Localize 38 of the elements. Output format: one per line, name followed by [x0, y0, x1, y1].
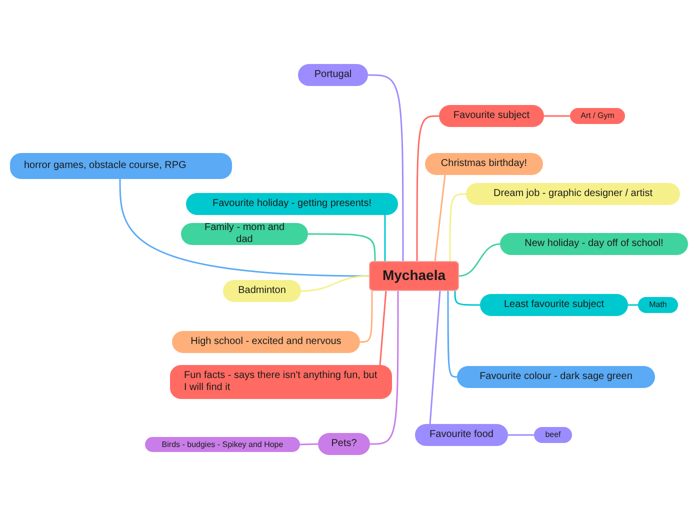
connector-line [447, 291, 458, 378]
topic-bubble: Dream job - graphic designer / artist [466, 183, 680, 205]
topic-bubble: New holiday - day off of school! [500, 233, 688, 255]
connector-line [119, 179, 370, 277]
connector-line [384, 215, 386, 261]
connector-line [544, 115, 570, 117]
connector-line [360, 291, 373, 343]
subtopic-bubble: Math [638, 297, 678, 313]
topic-bubble: Family - mom and dad [181, 223, 308, 245]
topic-bubble: Christmas birthday! [425, 153, 543, 175]
connector-line [308, 233, 376, 261]
topic-bubble: Portugal [298, 64, 368, 86]
topic-bubble: Favourite colour - dark sage green [457, 366, 655, 388]
connector-line [370, 291, 399, 445]
connector-line [416, 115, 440, 261]
connector-line [300, 275, 370, 292]
connector-line [379, 290, 387, 366]
topic-bubble: Favourite food [415, 424, 508, 446]
topic-bubble: Favourite subject [439, 105, 544, 127]
connector-line [300, 443, 318, 446]
connector-line [458, 243, 500, 277]
topic-bubble: horror games, obstacle course, RPG [10, 153, 232, 179]
topic-bubble: Fun facts - says there isn't anything fun, but I will find it [170, 365, 392, 399]
topic-bubble: Least favourite subject [480, 294, 628, 316]
topic-bubble: Badminton [223, 280, 301, 302]
connector-line [628, 304, 638, 306]
subtopic-bubble: Art / Gym [570, 108, 625, 124]
connector-line [429, 290, 441, 424]
connector-line [434, 174, 446, 262]
central-topic: Mychaela [369, 261, 459, 291]
topic-bubble: High school - excited and nervous [172, 331, 360, 353]
connector-line [454, 291, 480, 306]
connector-line [508, 434, 534, 436]
subtopic-bubble: Birds - budgies - Spikey and Hope [145, 437, 300, 452]
topic-bubble: Pets? [318, 433, 370, 455]
connector-line [368, 74, 404, 261]
topic-bubble: Favourite holiday - getting presents! [186, 193, 398, 215]
subtopic-bubble: beef [534, 427, 572, 443]
